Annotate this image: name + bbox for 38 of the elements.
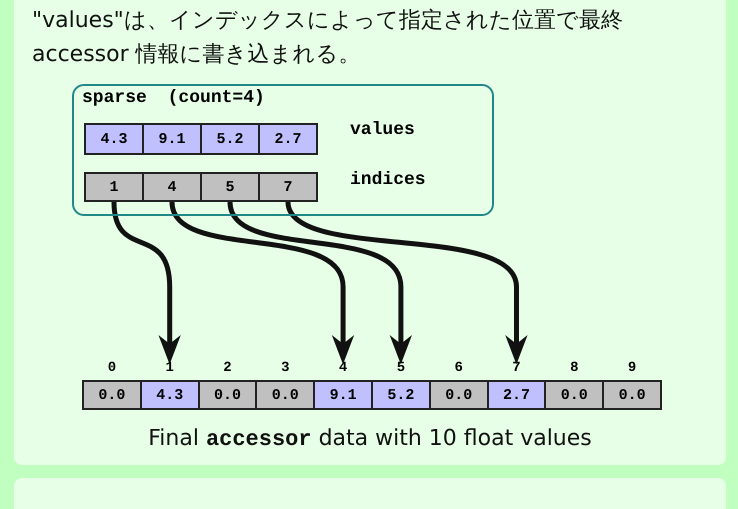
output-cell: 0.0 bbox=[602, 380, 662, 410]
value-cell: 4.3 bbox=[84, 123, 144, 155]
index-number: 0 bbox=[106, 360, 118, 376]
output-cell: 5.2 bbox=[371, 380, 431, 410]
row-label: indices bbox=[350, 170, 426, 190]
index-number: 4 bbox=[338, 360, 348, 376]
description-text: "values"は、インデックスによって指定された位置で最終 accessor 情報に書き込まれる。 bbox=[32, 7, 624, 69]
output-cell: 0.0 bbox=[544, 380, 604, 410]
output-cell: 0.0 bbox=[428, 380, 489, 410]
container-heading: sparse (count=4) bbox=[82, 88, 265, 108]
index-number: 6 bbox=[453, 360, 464, 376]
curved-arrow bbox=[228, 201, 412, 364]
index-cell: 1 bbox=[84, 172, 144, 202]
output-cell: 4.3 bbox=[140, 380, 200, 410]
output-cell: 9.1 bbox=[313, 380, 373, 410]
index-cell: 4 bbox=[142, 172, 202, 202]
output-cell: 0.0 bbox=[198, 380, 258, 410]
index-number: 1 bbox=[164, 360, 175, 376]
index-number: 2 bbox=[222, 360, 233, 376]
sparse-container bbox=[72, 84, 494, 216]
curved-arrow bbox=[112, 202, 181, 364]
output-cell: 0.0 bbox=[255, 380, 316, 410]
value-cell: 9.1 bbox=[142, 123, 202, 155]
index-number: 9 bbox=[626, 360, 638, 376]
index-number: 7 bbox=[511, 360, 522, 376]
output-cell: 2.7 bbox=[486, 380, 546, 410]
output-cell: 0.0 bbox=[82, 380, 142, 410]
curved-arrow bbox=[286, 201, 528, 364]
value-cell: 5.2 bbox=[200, 123, 260, 155]
index-number: 3 bbox=[280, 360, 290, 376]
index-cell: 5 bbox=[200, 172, 260, 202]
caption: Final accessor data with 10 float values bbox=[147, 426, 593, 452]
curved-arrow bbox=[170, 201, 354, 364]
index-number: 5 bbox=[396, 360, 406, 376]
value-cell: 2.7 bbox=[258, 123, 318, 155]
index-cell: 7 bbox=[258, 172, 318, 202]
index-number: 8 bbox=[569, 360, 580, 376]
row-label: values bbox=[350, 120, 415, 140]
